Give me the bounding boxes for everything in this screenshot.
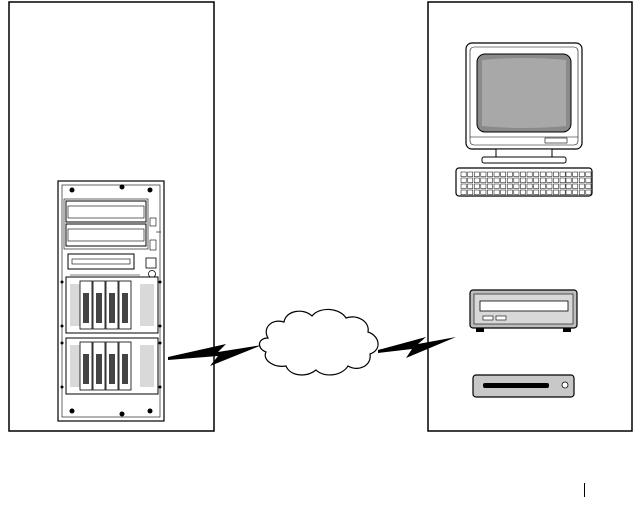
tower-server-icon bbox=[58, 181, 164, 421]
network-cloud-icon bbox=[259, 309, 378, 375]
lightning-link-right-icon bbox=[378, 337, 456, 358]
tape-drive-icon bbox=[470, 290, 577, 332]
keyboard-icon bbox=[456, 168, 592, 196]
monitor-icon bbox=[466, 43, 582, 163]
removable-media-drive-icon bbox=[473, 375, 574, 397]
lightning-link-left-icon bbox=[168, 344, 262, 366]
page-marker bbox=[584, 483, 585, 497]
